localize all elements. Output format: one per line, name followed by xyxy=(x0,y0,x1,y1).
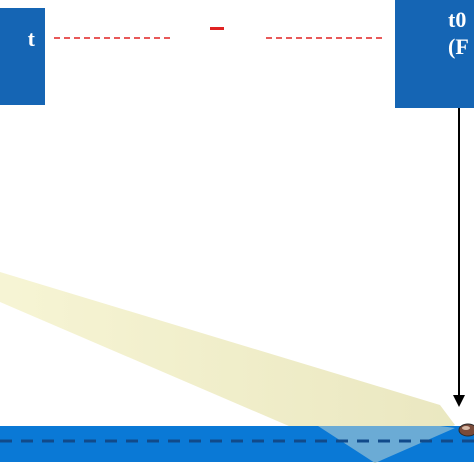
right-box-text-line1: t0 xyxy=(448,7,467,32)
down-arrow-icon xyxy=(453,98,465,407)
right-label-box: t0 (F xyxy=(395,0,474,108)
right-box-text-line2: (F xyxy=(448,34,469,59)
center-red-dash xyxy=(210,27,224,30)
object-marker-icon xyxy=(458,423,474,437)
light-beam xyxy=(0,272,455,463)
beam-water-overlay xyxy=(318,426,455,463)
left-label-box: t xyxy=(0,8,45,105)
left-box-text: t xyxy=(27,26,35,51)
